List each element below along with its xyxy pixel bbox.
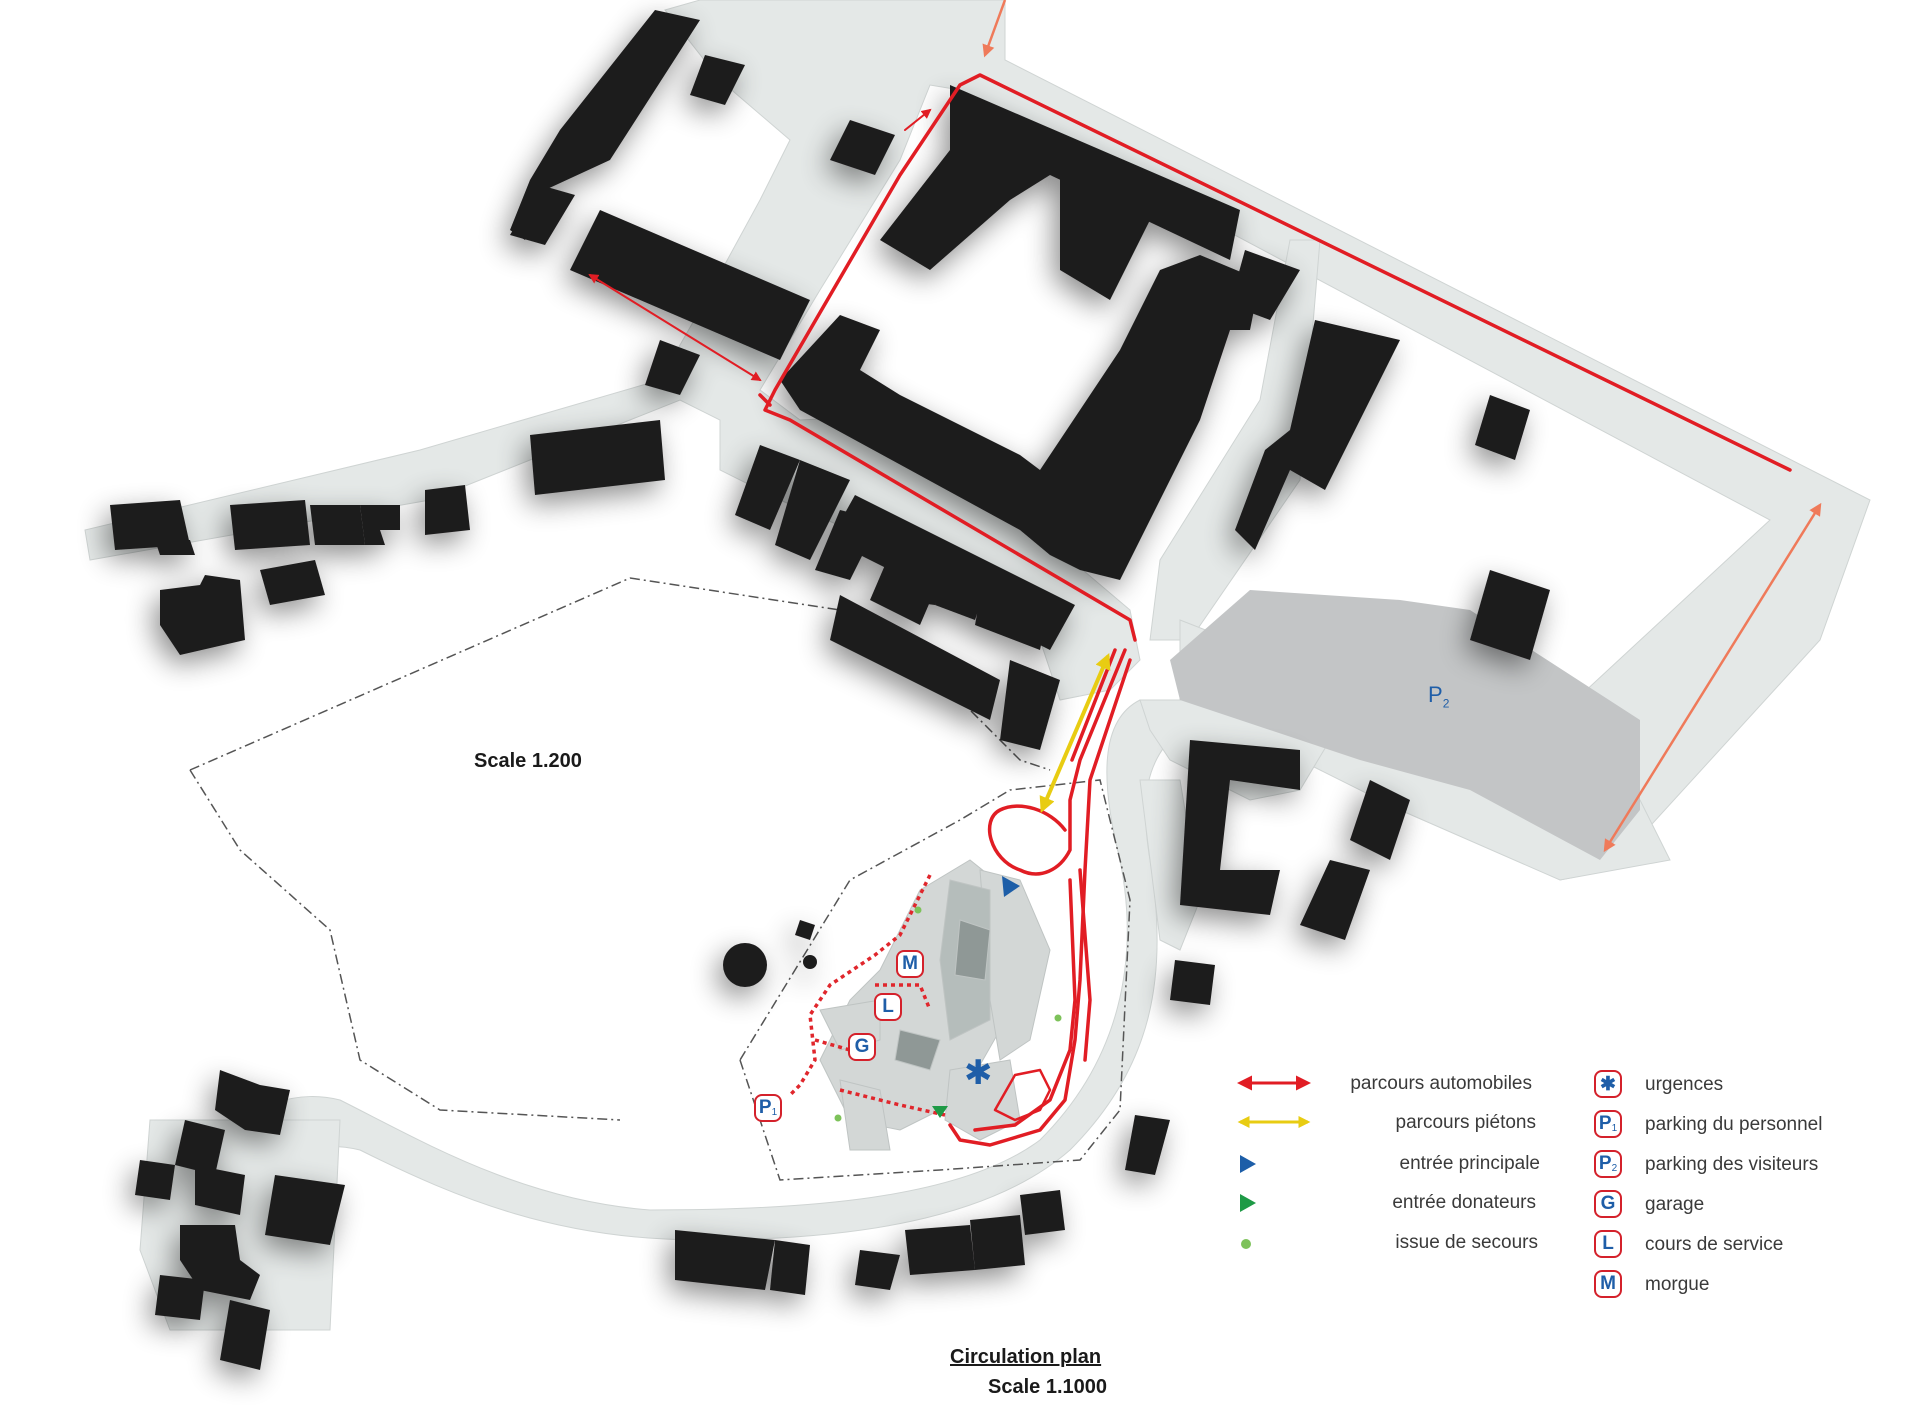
legend-item-morgue: morgue — [1645, 1274, 1710, 1295]
garage-badge: G — [848, 1033, 876, 1061]
buildings — [110, 10, 1550, 1370]
legend-item-parcours-automobiles: parcours automobiles — [1350, 1073, 1532, 1094]
legend-symbols — [1237, 1075, 1311, 1249]
legend-item-issue-de-secours: issue de secours — [1395, 1232, 1538, 1253]
pedestrian-route — [1039, 653, 1111, 813]
legend-item-parking-du-personnel: parking du personnel — [1645, 1114, 1823, 1135]
main-entrance-marker — [1002, 876, 1020, 897]
emergency-symbol: ✱ — [964, 1053, 993, 1093]
legend-item-garage: garage — [1645, 1194, 1705, 1215]
legend-urgences-icon: ✱ — [1594, 1070, 1622, 1098]
footer-title: Circulation plan — [950, 1346, 1102, 1368]
legend-item-parcours-pietons: parcours piétons — [1395, 1112, 1536, 1133]
legend-item-entree-principale: entrée principale — [1399, 1153, 1540, 1174]
legend-item-entree-donateurs: entrée donateurs — [1392, 1192, 1536, 1213]
visitor-parking-label: P2 — [1428, 682, 1450, 711]
legend-m-badge: M — [1594, 1270, 1622, 1298]
service-yard-badge: L — [874, 993, 902, 1021]
service-road-route — [982, 0, 1822, 853]
legend-item-parking-des-visiteurs: parking des visiteurs — [1645, 1154, 1819, 1175]
legend-blue-triangle — [1240, 1155, 1256, 1173]
emergency-exits — [834, 906, 1062, 1122]
legend-green-dot — [1241, 1239, 1251, 1249]
service-dotted-route — [788, 874, 946, 1117]
footer-scale: Scale 1.1000 — [988, 1376, 1107, 1398]
scale-label: Scale 1.200 — [474, 750, 582, 772]
legend-green-triangle — [1240, 1194, 1256, 1212]
legend-item-cours-de-service: cours de service — [1645, 1234, 1784, 1255]
legend-l-badge: L — [1594, 1230, 1622, 1258]
legend-item-urgences: urgences — [1645, 1074, 1724, 1095]
legend-g-badge: G — [1594, 1190, 1622, 1218]
morgue-badge: M — [896, 950, 924, 978]
donor-entrance-marker — [932, 1106, 948, 1118]
hospital-complex — [819, 859, 1051, 1151]
